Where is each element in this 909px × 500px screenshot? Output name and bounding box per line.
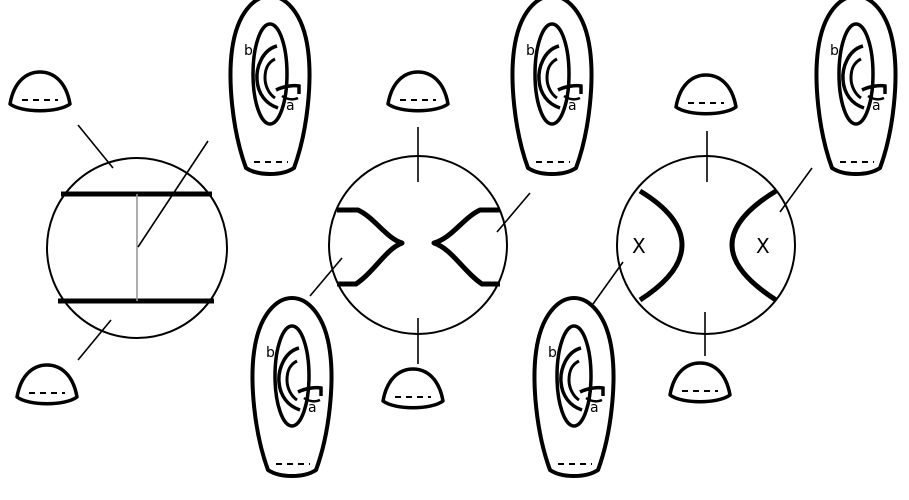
cap-3-bottom: [670, 363, 730, 402]
arc-2-left: [337, 210, 402, 284]
connector-2-handle-bottom: [310, 258, 342, 296]
label-b: b: [830, 43, 839, 59]
label-b: b: [244, 43, 253, 59]
label-b: b: [548, 345, 557, 361]
connector-1-cap-top: [78, 125, 113, 168]
handle-3-top: b a: [817, 0, 896, 174]
cap-2-bottom: [383, 369, 443, 408]
handle-2-bottom: b a: [253, 298, 332, 476]
label-a: a: [872, 98, 881, 114]
cap-1-bottom: [17, 365, 77, 404]
label-a: a: [590, 400, 599, 416]
disk-2: [329, 156, 507, 334]
marker-x-right: X: [756, 234, 770, 258]
handle-3-bottom: b a: [535, 298, 614, 476]
cap-2-top: [388, 72, 448, 111]
panel-1: b a: [10, 0, 309, 404]
connector-3-handle-bottom: [593, 262, 623, 304]
arc-2-right: [434, 210, 500, 284]
panel-2: b a b a: [253, 0, 592, 476]
handle-1: b a: [231, 0, 310, 174]
label-b: b: [266, 345, 275, 361]
label-a: a: [308, 400, 317, 416]
panel-3: X X b a b a: [535, 0, 896, 476]
marker-x-left: X: [632, 234, 646, 258]
cap-1-top: [10, 72, 70, 111]
label-a: a: [568, 98, 577, 114]
connector-2-handle-top: [497, 193, 530, 232]
arc-3-left: [640, 191, 682, 300]
connector-1-cap-bottom: [78, 320, 111, 360]
cap-3-top: [676, 75, 736, 114]
label-a: a: [286, 98, 295, 114]
connector-3-handle-top: [780, 168, 812, 212]
handle-2-top: b a: [513, 0, 592, 174]
label-b: b: [526, 43, 535, 59]
